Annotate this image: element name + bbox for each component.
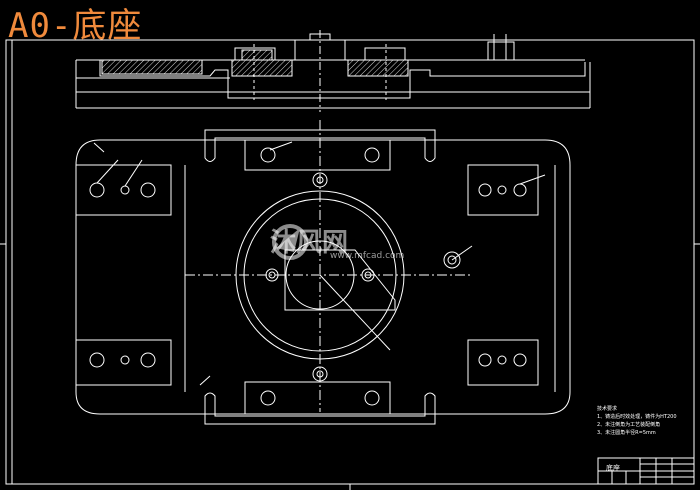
drawing-border <box>0 39 700 490</box>
notes-heading: 技术要求 <box>597 406 618 412</box>
dimension-leaders <box>93 141 546 386</box>
bore-holes <box>265 172 461 382</box>
central-bore <box>235 190 405 360</box>
watermark-url: www.mfcad.com <box>330 251 405 261</box>
notes-item: 1、铸造后时效处理，铸件为HT200 <box>597 414 677 420</box>
technical-requirements: 技术要求 1、铸造后时效处理，铸件为HT200 2、未注倒角为工艺装配倒角 3、… <box>597 405 677 437</box>
notes-item: 2、未注倒角为工艺装配倒角 <box>597 422 661 428</box>
mounting-lugs <box>75 139 539 415</box>
title-block-part-name: 底座 <box>606 464 620 472</box>
section-view <box>75 30 591 112</box>
watermark-logo-icon <box>272 224 308 260</box>
title-block <box>597 457 695 485</box>
drawing-title: A0-底座 <box>8 6 143 46</box>
plan-view <box>75 120 571 425</box>
notes-item: 3、未注圆角半径R=5mm <box>597 430 656 436</box>
watermark-logo: 沐风网 <box>270 228 349 258</box>
